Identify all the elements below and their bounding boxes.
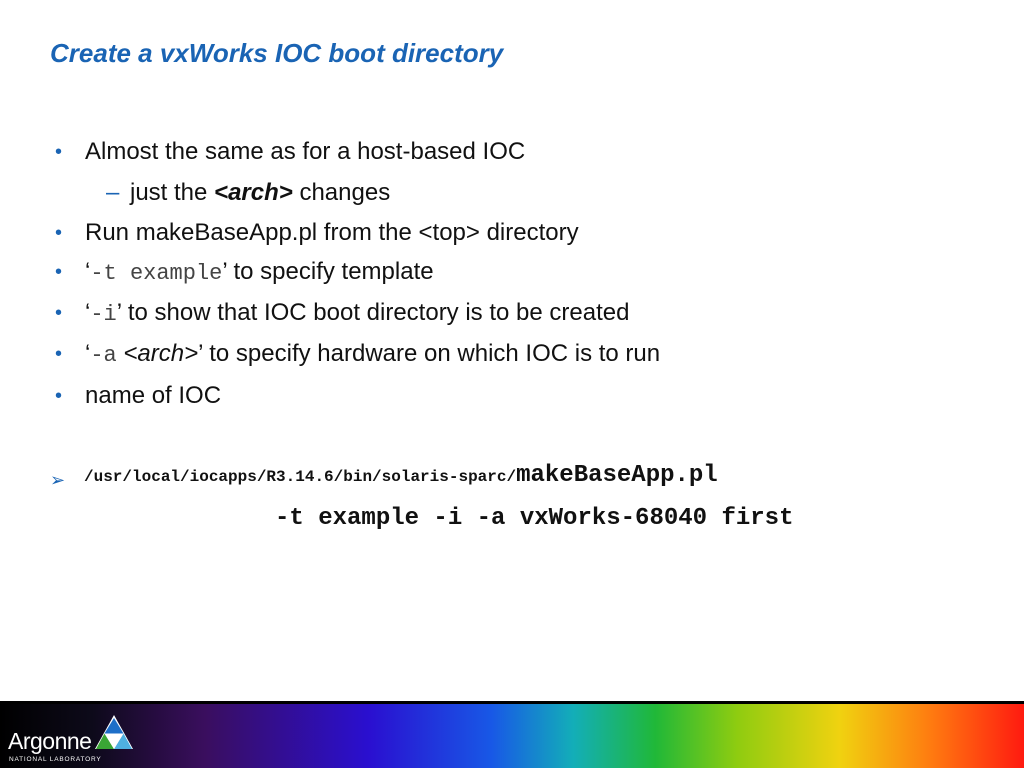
bullet-text: Almost the same as for a host-based IOC	[85, 138, 526, 165]
bullet-code: -t example	[90, 261, 223, 286]
bullet-dot-icon: •	[55, 141, 63, 163]
bullet-item: • ‘-a <arch>’ to specify hardware on whi…	[55, 340, 661, 370]
slide-title: Create a vxWorks IOC boot directory	[50, 38, 504, 68]
bullet-text: Run makeBaseApp.pl from the <top> direct…	[85, 219, 579, 246]
bullet-item: • Almost the same as for a host-based IO…	[55, 138, 526, 166]
bullet-item: • ‘-i’ to show that IOC boot directory i…	[55, 299, 630, 329]
bullet-quote-open: ‘	[85, 299, 91, 326]
bullet-quote-open: ‘	[85, 258, 91, 285]
command-program: makeBaseApp.pl	[516, 462, 718, 489]
bullet-dot-icon: •	[55, 261, 63, 283]
sub-bullet-text-pre: just the	[130, 179, 215, 206]
bullet-item: • ‘-t example’ to specify template	[55, 258, 434, 288]
bullet-text: ’ to show that IOC boot directory is to …	[116, 299, 630, 326]
bullet-code: -i	[90, 302, 117, 327]
sub-bullet-item: – just the <arch> changes	[106, 179, 391, 207]
bullet-dot-icon: •	[55, 222, 63, 244]
bullet-text: name of IOC	[85, 382, 222, 409]
bullet-quote-open: ‘	[85, 340, 91, 367]
command-args: -t example -i -a vxWorks-68040 first	[275, 505, 794, 532]
bullet-item: • name of IOC	[55, 382, 222, 410]
arrow-pointer-icon: ➢	[50, 470, 66, 490]
bullet-dot-icon: •	[55, 343, 63, 365]
command-path: /usr/local/iocapps/R3.14.6/bin/solaris-s…	[84, 468, 517, 486]
argonne-logo: Argonne NATIONAL LABORATORY	[8, 714, 138, 766]
command-line: /usr/local/iocapps/R3.14.6/bin/solaris-s…	[84, 462, 718, 489]
bullet-code: -a	[90, 343, 117, 368]
argonne-triangle-logo-icon	[95, 715, 133, 749]
bullet-dot-icon: •	[55, 385, 63, 407]
footer-gradient-bar: Argonne NATIONAL LABORATORY	[0, 701, 1024, 768]
logo-name: Argonne	[8, 728, 92, 754]
logo-subtitle: NATIONAL LABORATORY	[9, 756, 102, 763]
dash-icon: –	[106, 179, 120, 206]
bullet-arch: <arch>	[116, 340, 199, 367]
sub-bullet-text-post: changes	[292, 179, 391, 206]
bullet-text: ’ to specify template	[222, 258, 434, 285]
bullet-item: • Run makeBaseApp.pl from the <top> dire…	[55, 219, 579, 247]
sub-bullet-arch: <arch>	[214, 179, 293, 206]
bullet-dot-icon: •	[55, 302, 63, 324]
bullet-text: ’ to specify hardware on which IOC is to…	[198, 340, 661, 367]
